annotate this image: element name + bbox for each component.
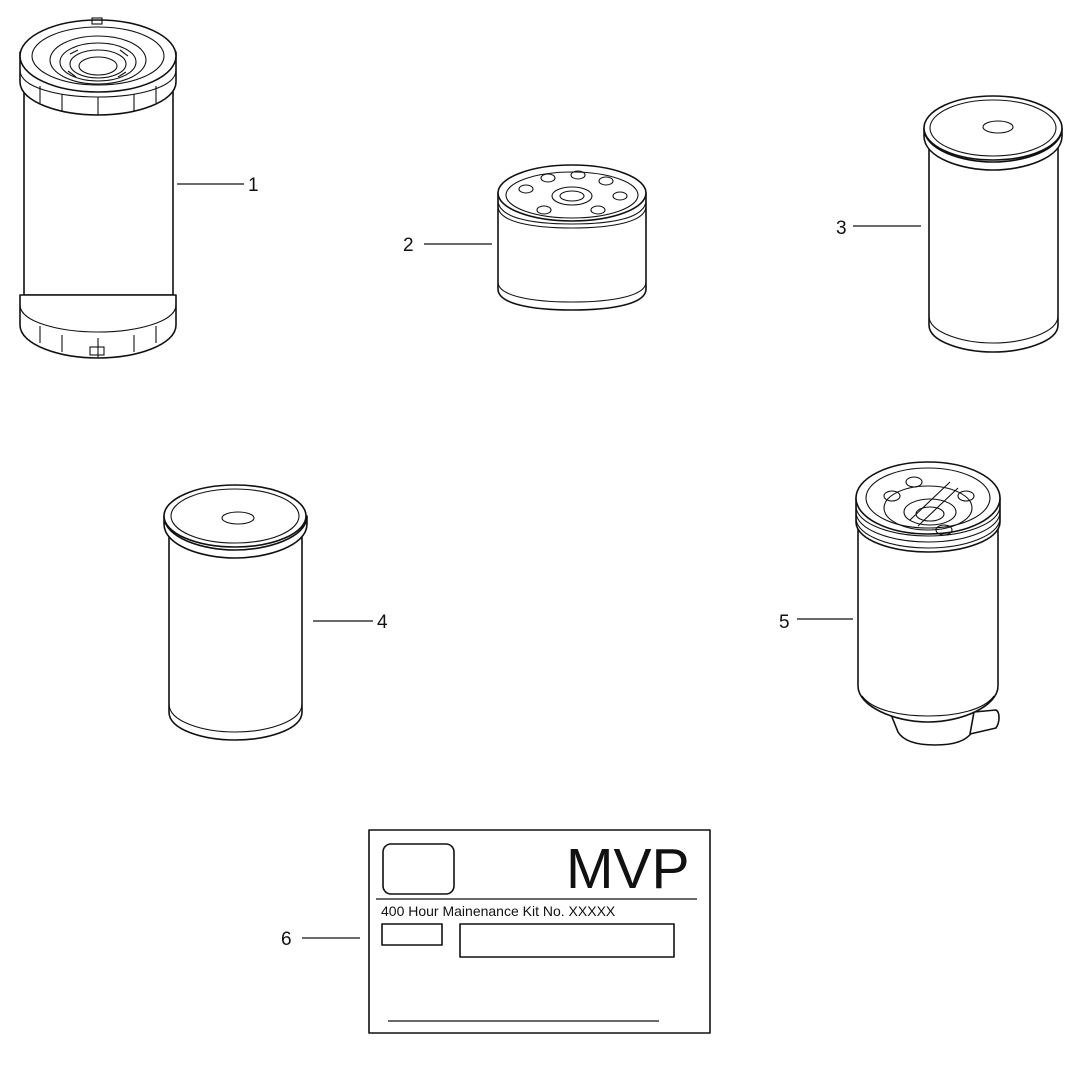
fuel-water-separator-icon	[855, 461, 1001, 746]
spin-on-filter-icon	[923, 95, 1063, 353]
callout-3: 3	[836, 218, 847, 239]
kit-label-description: 400 Hour Mainenance Kit No. XXXXX	[381, 903, 616, 919]
callout-2: 2	[403, 235, 414, 256]
callout-6: 6	[281, 929, 292, 950]
callout-4: 4	[377, 612, 388, 633]
kit-label-brand: MVP	[566, 837, 690, 901]
large-air-filter-icon	[19, 17, 177, 359]
kit-label-icon: MVP 400 Hour Mainenance Kit No. XXXXX	[368, 829, 711, 1034]
callout-1: 1	[248, 175, 259, 196]
spin-on-oil-filter-icon	[497, 164, 647, 311]
spin-on-filter-icon	[163, 484, 308, 741]
callout-5: 5	[779, 612, 790, 633]
